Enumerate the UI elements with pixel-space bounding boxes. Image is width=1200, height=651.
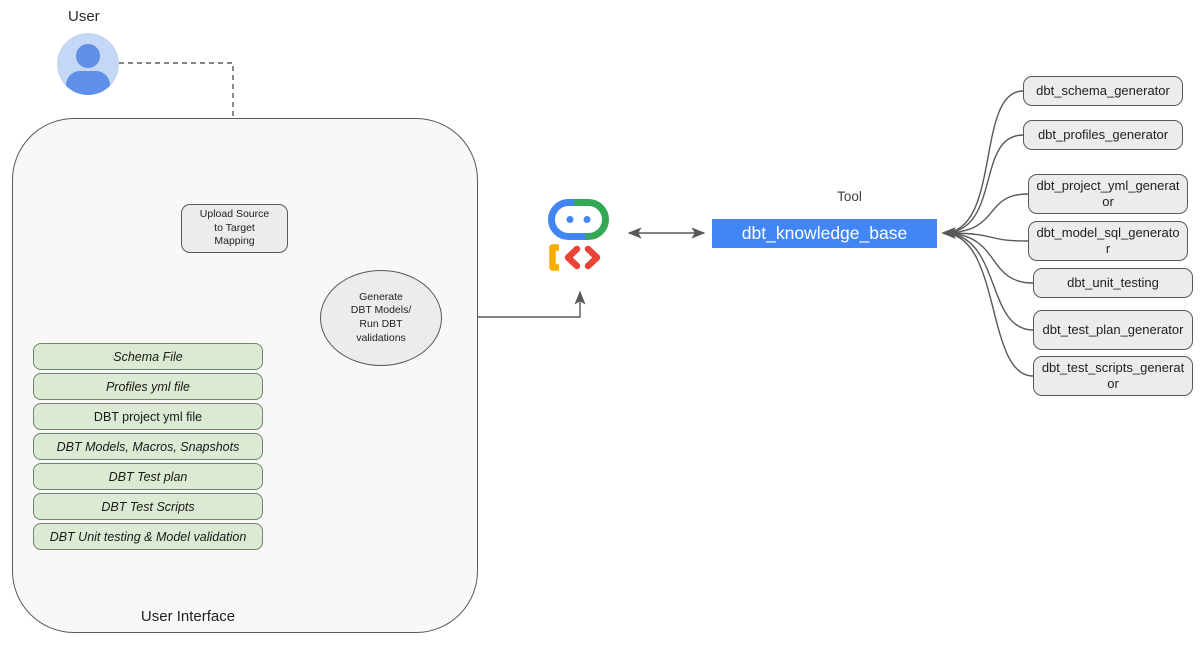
gen-box-project-yml: dbt_project_yml_generator — [1028, 174, 1188, 214]
edge-generate-to-agent — [440, 290, 586, 318]
gen-box-profiles: dbt_profiles_generator — [1023, 120, 1183, 150]
generate-dbt-ellipse: Generate DBT Models/ Run DBT validations — [320, 270, 442, 366]
edge-tool-gen-4 — [941, 227, 1029, 242]
user-label: User — [68, 8, 100, 25]
dbt-knowledge-base-box: dbt_knowledge_base — [712, 219, 937, 248]
edge-tool-gen-5 — [941, 227, 1034, 284]
edge-tool-gen-6 — [941, 227, 1034, 331]
output-models-macros: DBT Models, Macros, Snapshots — [33, 433, 263, 460]
tool-caption: Tool — [837, 189, 862, 204]
generate-line-2: DBT Models/ — [350, 304, 412, 317]
gen-box-model-sql: dbt_model_sql_generator — [1028, 221, 1188, 261]
gen-box-test-scripts: dbt_test_scripts_generator — [1033, 356, 1193, 396]
gen-box-test-plan: dbt_test_plan_generator — [1033, 310, 1193, 350]
user-interface-label: User Interface — [140, 608, 236, 625]
edge-tool-gen-1 — [941, 90, 1024, 239]
avatar-shoulders — [66, 71, 110, 95]
generate-line-4: validations — [356, 331, 406, 344]
output-schema-file: Schema File — [33, 343, 263, 370]
upload-line-3: Mapping — [214, 235, 255, 248]
output-profiles-yml: Profiles yml file — [33, 373, 263, 400]
generate-line-3: Run DBT — [359, 318, 403, 330]
edge-tool-gen-7 — [941, 227, 1034, 377]
output-test-scripts: DBT Test Scripts — [33, 493, 263, 520]
generate-line-1: Generate — [359, 290, 403, 303]
gen-box-schema: dbt_schema_generator — [1023, 76, 1183, 106]
agent-robot-icon — [546, 197, 612, 276]
user-avatar-icon — [57, 33, 119, 95]
upload-line-2: to Target — [214, 221, 255, 234]
edge-tool-gen-3 — [941, 193, 1029, 239]
upload-source-box: Upload Source to Target Mapping — [181, 204, 288, 253]
avatar-head — [76, 44, 100, 68]
upload-line-1: Upload Source — [199, 208, 270, 221]
output-test-plan: DBT Test plan — [33, 463, 263, 490]
output-project-yml: DBT project yml file — [33, 403, 263, 430]
output-unit-testing: DBT Unit testing & Model validation — [33, 523, 263, 550]
gen-box-unit-testing: dbt_unit_testing — [1033, 268, 1193, 298]
edge-tool-gen-2 — [941, 134, 1024, 239]
